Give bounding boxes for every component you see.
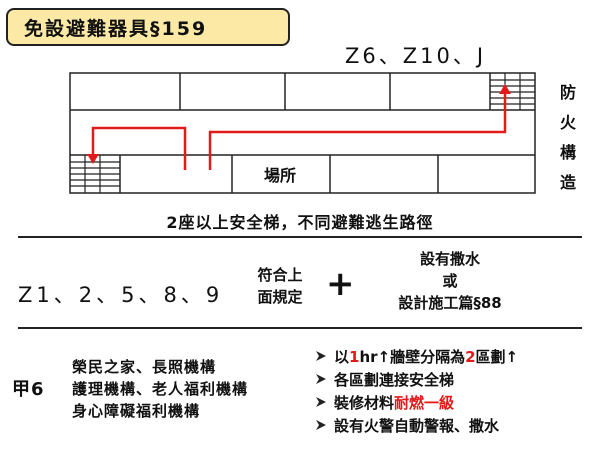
facility-item: 榮民之家、長照機構	[72, 358, 217, 376]
side-label-char: 構	[559, 143, 576, 162]
route-left-arrow	[91, 126, 187, 170]
requirements-list: 以1hr↑牆壁分隔為2區劃↑ 各區劃連接安全梯 裝修材料耐燃一級 設有火警自動警…	[314, 346, 518, 438]
divider-top	[18, 236, 582, 238]
comply-line: 面規定	[257, 288, 303, 306]
route-caption: 2座以上安全梯，不同避難逃生路徑	[166, 213, 434, 232]
divider-bottom	[18, 327, 582, 329]
sprinkler-line: 設計施工篇§88	[398, 294, 502, 312]
title-text: 免設避難器具§159	[24, 18, 208, 40]
room-label: 場所	[264, 166, 297, 185]
side-label-char: 火	[559, 113, 576, 132]
sprinkler-line: 或	[442, 272, 458, 290]
stair-left	[70, 155, 120, 193]
requirement-item: 各區劃連接安全梯	[334, 371, 455, 389]
sprinkler-line: 設有撒水	[419, 250, 480, 268]
requirement-item: 設有火警自動警報、撒水	[334, 417, 500, 435]
zone-codes: Z6、Z10、J	[345, 44, 487, 68]
title-box: 免設避難器具§159	[6, 8, 290, 46]
comply-line: 符合上	[257, 266, 303, 284]
building-outline	[69, 72, 536, 194]
facility-item: 護理機構、老人福利機構	[72, 380, 249, 398]
zones-list: Z1、2、5、8、9	[18, 283, 224, 307]
side-label-char: 造	[559, 173, 576, 192]
requirement-item: 以1hr↑牆壁分隔為2區劃↑	[334, 348, 519, 366]
plus-sign: +	[326, 264, 355, 304]
route-right-arrow	[208, 90, 507, 170]
comply-text: 符合上 面規定	[248, 264, 312, 308]
facility-list: 榮民之家、長照機構 護理機構、老人福利機構 身心障礙福利機構	[72, 356, 248, 422]
arrow-bullet-icons	[316, 351, 326, 430]
facility-item: 身心障礙福利機構	[72, 402, 201, 420]
requirement-item: 裝修材料耐燃一級	[334, 394, 455, 412]
category-label: 甲6	[12, 379, 45, 400]
sprinkler-text: 設有撒水 或 設計施工篇§88	[360, 248, 540, 314]
arrowhead-right	[499, 84, 511, 94]
stair-right	[490, 73, 535, 110]
side-label: 防 火 構 造	[556, 78, 580, 198]
side-label-char: 防	[559, 83, 576, 102]
arrowhead-left	[87, 154, 99, 164]
